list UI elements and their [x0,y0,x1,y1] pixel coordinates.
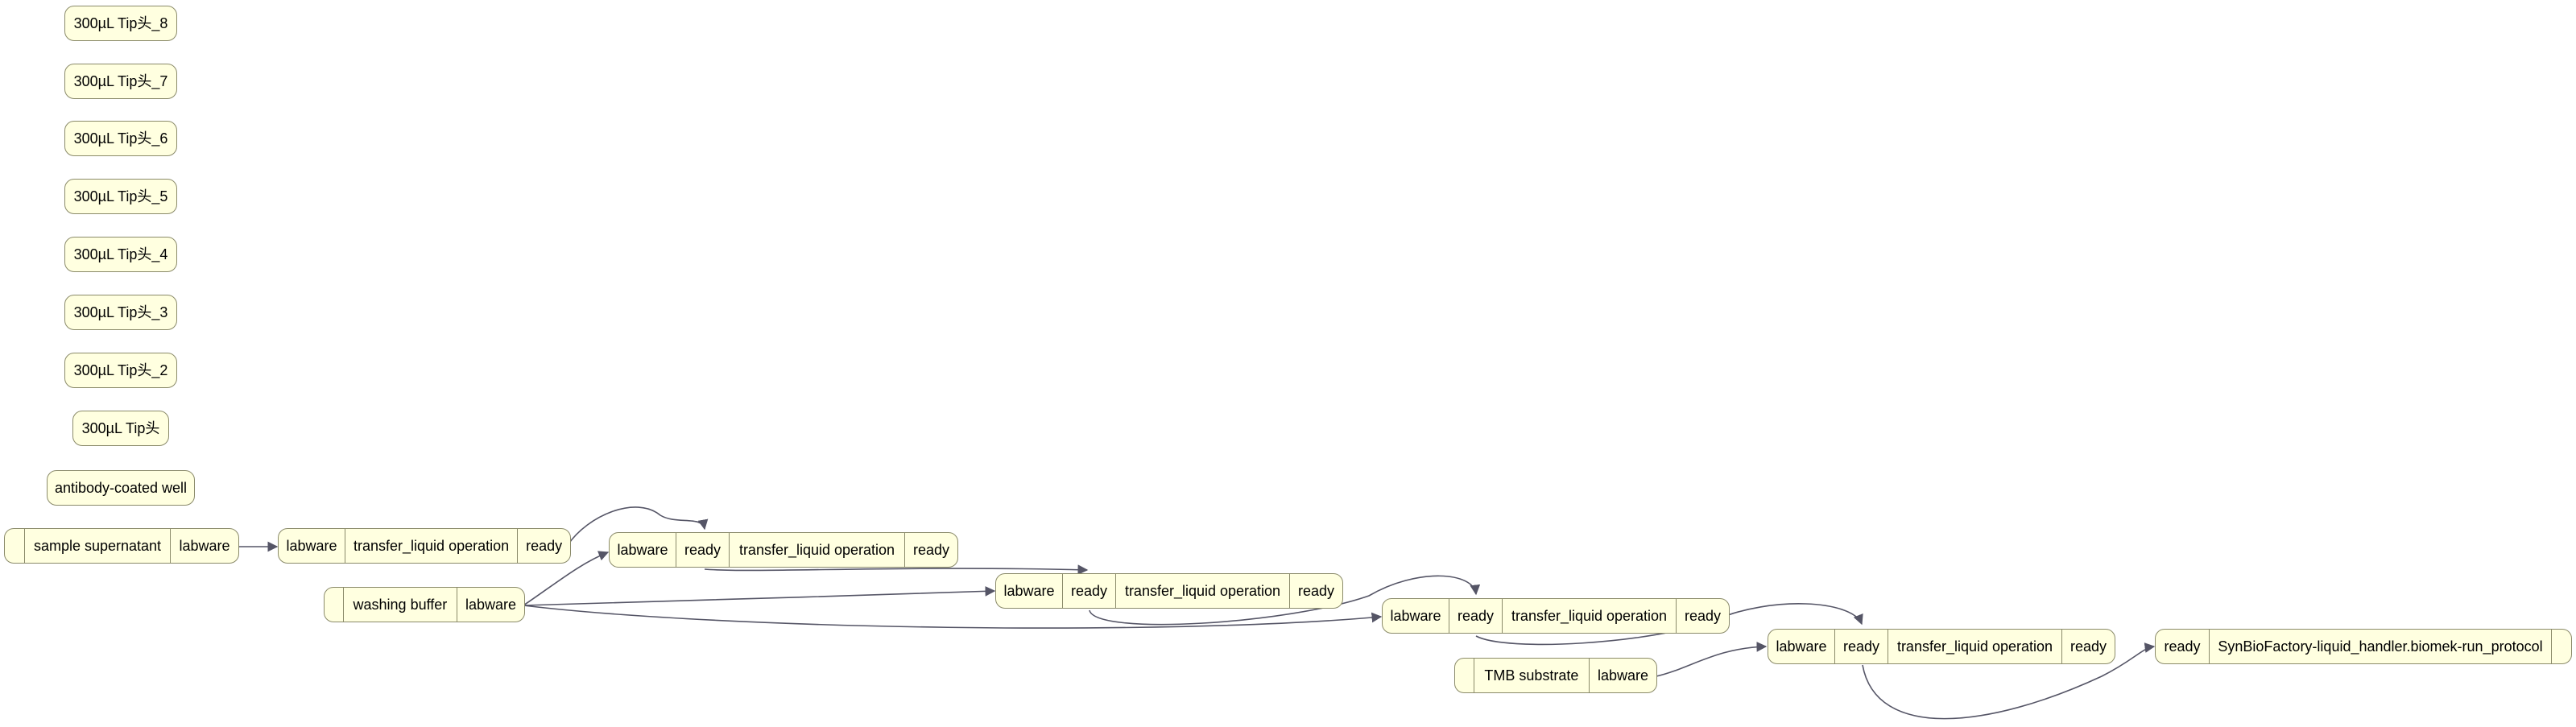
port-empty [325,588,343,622]
washing-buffer-node[interactable]: washing buffer labware [324,587,525,622]
port-out-labware[interactable]: labware [170,529,238,563]
tip-label: 300µL Tip头_4 [73,246,168,262]
port-out-ready[interactable]: ready [2061,630,2115,663]
tip-node-4[interactable]: 300µL Tip头_4 [64,237,177,272]
port-empty [5,529,24,563]
port-out-ready[interactable]: ready [1675,599,1729,633]
op1-node[interactable]: labware transfer_liquid operation ready [278,528,571,564]
tmb-substrate-node[interactable]: TMB substrate labware [1454,658,1657,693]
tip-node-2[interactable]: 300µL Tip头_2 [64,353,177,388]
port-in-labware[interactable]: labware [1776,638,1827,655]
port-in-ready[interactable]: ready [1449,599,1502,633]
tip-node-8[interactable]: 300µL Tip头_8 [64,6,177,41]
port-in-ready[interactable]: ready [1062,574,1115,608]
op3-node[interactable]: labware ready transfer_liquid operation … [995,573,1343,609]
port-in-labware[interactable]: labware [1003,583,1055,599]
sample-supernatant-label: sample supernatant [24,529,170,563]
op4-node[interactable]: labware ready transfer_liquid operation … [1382,598,1730,634]
tip-label: 300µL Tip头_5 [73,188,168,204]
port-in-labware[interactable]: labware [286,538,337,554]
port-out-labware[interactable]: labware [456,588,524,622]
edge-op5-to-protocol [1862,642,2156,720]
port-in-labware[interactable]: labware [1390,608,1441,624]
tip-label: 300µL Tip头_6 [73,130,168,147]
washing-buffer-label: washing buffer [342,588,457,622]
op3-label: transfer_liquid operation [1115,574,1289,608]
op1-label: transfer_liquid operation [345,529,517,563]
port-out-ready[interactable]: ready [1288,574,1342,608]
tip-node-7[interactable]: 300µL Tip头_7 [64,64,177,99]
op5-label: transfer_liquid operation [1888,630,2061,663]
edge-wash-to-op2 [523,551,610,606]
antibody-well-label: antibody-coated well [54,480,188,496]
port-empty [2551,630,2571,663]
tip-node-6[interactable]: 300µL Tip头_6 [64,121,177,156]
antibody-well-node[interactable]: antibody-coated well [47,470,195,506]
tip-label: 300µL Tip头 [81,420,160,436]
tip-label: 300µL Tip头_2 [73,362,168,378]
tip-label: 300µL Tip头_8 [73,15,168,31]
port-in-ready[interactable]: ready [1834,630,1888,663]
op4-label: transfer_liquid operation [1502,599,1676,633]
tip-label: 300µL Tip头_3 [73,304,168,320]
protocol-node[interactable]: ready SynBioFactory-liquid_handler.biome… [2155,629,2572,664]
tip-node-1[interactable]: 300µL Tip头 [72,411,169,446]
edge-wash-to-op3 [523,585,996,606]
tmb-substrate-label: TMB substrate [1473,659,1589,692]
tip-node-5[interactable]: 300µL Tip头_5 [64,179,177,214]
port-out-ready[interactable]: ready [903,533,957,567]
protocol-label: SynBioFactory-liquid_handler.biomek-run_… [2209,630,2551,663]
port-in-ready[interactable]: ready [2164,638,2201,655]
sample-supernatant-node[interactable]: sample supernatant labware [4,528,239,564]
tip-node-3[interactable]: 300µL Tip头_3 [64,295,177,330]
port-empty [1455,659,1474,692]
tip-label: 300µL Tip头_7 [73,73,168,89]
edge-op2-to-op3 [704,564,1089,576]
op2-node[interactable]: labware ready transfer_liquid operation … [609,532,958,568]
op5-node[interactable]: labware ready transfer_liquid operation … [1768,629,2115,664]
edge-op1-to-op2 [567,506,709,546]
port-out-ready[interactable]: ready [517,529,570,563]
edge-tmb-to-op5 [1656,641,1768,677]
port-out-labware[interactable]: labware [1588,659,1656,692]
port-in-ready[interactable]: ready [676,533,729,567]
port-in-labware[interactable]: labware [617,542,668,558]
op2-label: transfer_liquid operation [729,533,904,567]
edge-wash-to-op4 [523,605,1383,629]
